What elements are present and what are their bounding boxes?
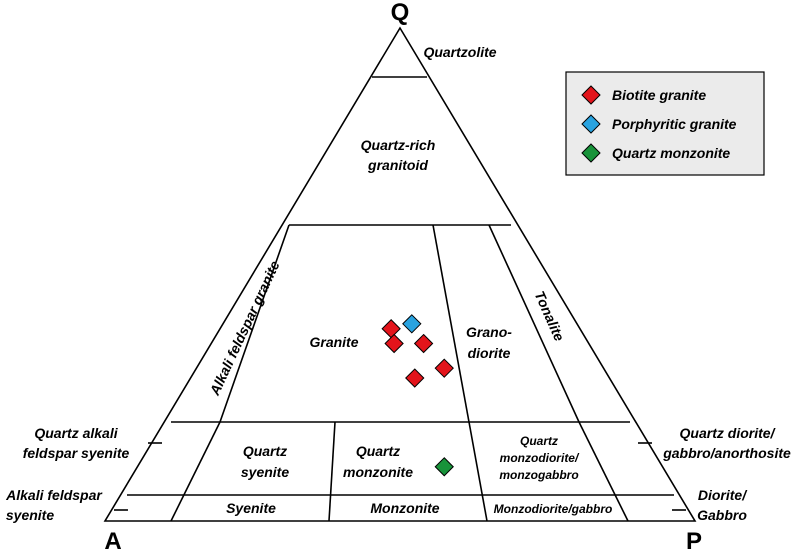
legend-marker-1: [581, 85, 601, 105]
field-monzodiorite-gabbro: Monzodiorite/gabbro: [494, 502, 613, 516]
boundary-p10: [170, 421, 221, 522]
legend-marker-2: [581, 114, 601, 134]
vertex-a-label: A: [104, 528, 121, 553]
field-quartz-monzonite-line2: monzonite: [343, 464, 413, 480]
sample-point-5: [434, 358, 454, 378]
field-quartz-monzodiorite-line2: monzodiorite/: [500, 451, 580, 465]
field-quartz-syenite-line2: syenite: [241, 464, 289, 480]
legend-box: [565, 71, 765, 176]
field-quartzolite: Quartzolite: [423, 44, 496, 60]
side-alkali-feldspar-line1: Alkali feldspar: [5, 487, 103, 503]
field-alkali-feldspar-granite: Alkali feldspar granite: [206, 258, 283, 398]
sample-point-7: [434, 457, 454, 477]
legend-label-1: Biotite granite: [612, 87, 706, 103]
field-monzonite: Monzonite: [370, 500, 439, 516]
sample-point-2: [384, 333, 404, 354]
legend-label-2: Porphyritic granite: [612, 116, 737, 132]
side-alkali-feldspar-line2: syenite: [6, 507, 54, 523]
boundary-p65-lower: [468, 421, 488, 522]
field-quartz-rich-line2: granitoid: [367, 157, 428, 173]
boundary-p90: [488, 224, 580, 423]
sample-point-4: [405, 368, 425, 388]
boundary-alkali-feldspar-granite: [219, 224, 290, 423]
sample-point-3: [413, 333, 434, 354]
field-quartz-monzodiorite-line1: Quartz: [520, 434, 558, 448]
vertex-p-label: P: [686, 528, 702, 553]
legend-marker-3: [581, 143, 601, 163]
field-boundaries: [103, 26, 697, 522]
boundary-p65: [432, 224, 470, 423]
side-quartz-alkali-line2: feldspar syenite: [23, 445, 130, 461]
field-tonalite: Tonalite: [531, 288, 567, 343]
side-diorite-line2: Gabbro: [697, 507, 747, 523]
side-diorite-line1: Diorite/: [698, 487, 748, 503]
side-quartz-alkali-line1: Quartz alkali: [34, 425, 118, 441]
side-quartz-diorite-line2: gabbro/anorthosite: [662, 445, 791, 461]
sample-point-6: [402, 314, 422, 334]
field-quartz-rich-line1: Quartz-rich: [361, 137, 436, 153]
boundary-p35-lower: [328, 421, 336, 522]
field-quartz-monzodiorite-line3: monzogabbro: [499, 468, 578, 482]
field-syenite: Syenite: [226, 500, 276, 516]
legend-label-3: Quartz monzonite: [612, 145, 730, 161]
field-granodiorite-line1: Grano-: [466, 324, 512, 340]
field-quartz-monzonite-line1: Quartz: [356, 443, 400, 459]
field-granodiorite-line2: diorite: [468, 345, 511, 361]
boundary-p90-lower: [578, 421, 629, 522]
vertex-q-label: Q: [391, 0, 410, 26]
field-quartz-syenite-line1: Quartz: [243, 443, 287, 459]
sample-points: [381, 314, 454, 477]
side-quartz-diorite-line1: Quartz diorite/: [680, 425, 777, 441]
sample-point-1: [381, 319, 401, 339]
qap-triangle-outline: [103, 26, 697, 522]
field-granite: Granite: [309, 334, 358, 350]
